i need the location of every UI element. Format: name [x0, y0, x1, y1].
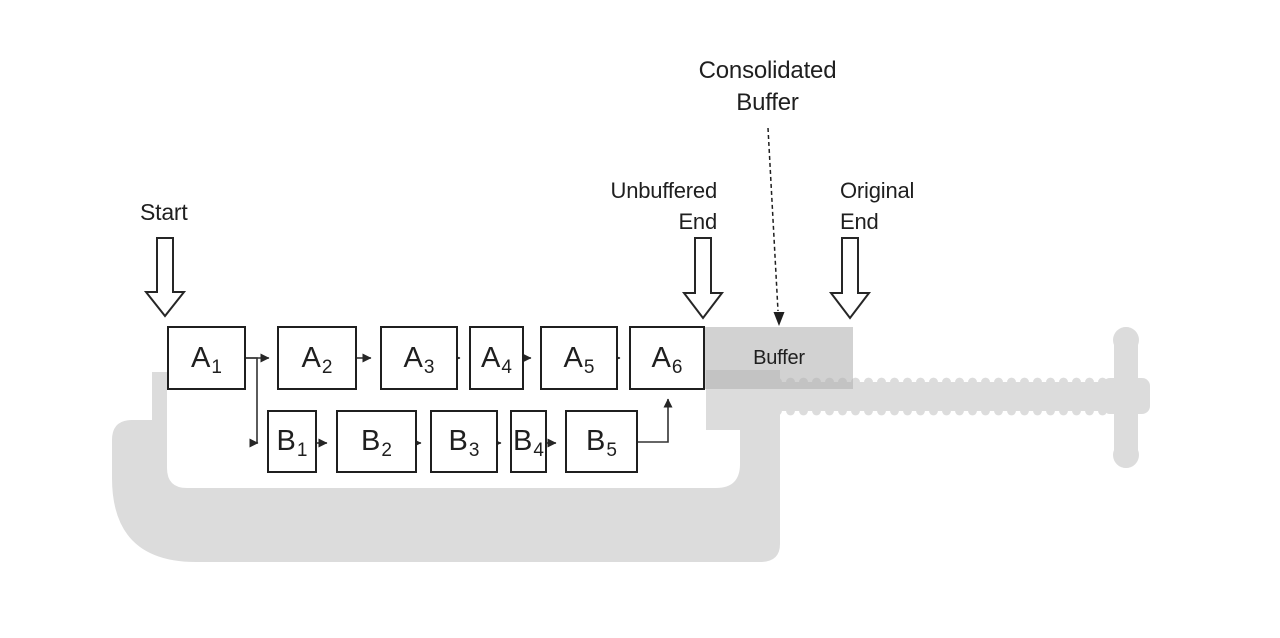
consolidated-buffer-pointer-head: [773, 312, 785, 326]
box-label-subscript: 2: [321, 356, 333, 378]
original-end-line2: End: [840, 209, 879, 234]
screw-thread-top: [706, 377, 1106, 387]
box-label: A: [301, 341, 321, 374]
box-label-subscript: 4: [533, 440, 544, 461]
buffer-block: [705, 327, 853, 389]
unbuffered-end-label: Unbuffered End: [570, 175, 718, 237]
box-label: A: [563, 341, 583, 374]
t-handle-top-ball: [1113, 327, 1139, 353]
start-label: Start: [140, 199, 188, 225]
box-label-subscript: 4: [501, 356, 512, 378]
box-label-subscript: 5: [583, 356, 595, 378]
original-end-label: Original End: [840, 175, 1000, 237]
t-handle-bottom-ball: [1113, 442, 1139, 468]
connector-b5-a6: [638, 398, 673, 443]
unbuffered-end-line2: End: [678, 209, 717, 234]
box-label: B: [361, 425, 381, 457]
original-end-line1: Original: [840, 178, 915, 203]
box-label-subscript: 6: [671, 356, 683, 378]
box-label: A: [191, 341, 211, 374]
unbuffered-end-arrow-icon: [681, 237, 725, 320]
box-label: A: [651, 341, 671, 374]
start-arrow-icon: [143, 237, 187, 318]
flow-connectors: [246, 353, 673, 448]
box-label: B: [513, 425, 533, 457]
box-label-subscript: 3: [468, 440, 480, 461]
box-label: B: [448, 425, 468, 457]
box-label-subscript: 2: [381, 440, 392, 461]
original-end-arrow-icon: [828, 237, 872, 320]
clamp-frame: [112, 370, 780, 562]
box-label-subscript: 5: [606, 440, 617, 461]
box-label-subscript: 1: [296, 440, 308, 461]
box-label-subscript: 1: [211, 356, 222, 378]
connector-a1-b1-branch: [246, 357, 259, 448]
consolidated-buffer-pointer: [767, 127, 779, 312]
box-label-subscript: 3: [423, 356, 435, 378]
consolidated-buffer-line2: Buffer: [736, 89, 799, 116]
box-label: B: [586, 425, 606, 457]
unbuffered-end-line1: Unbuffered: [610, 178, 718, 203]
box-label: A: [403, 341, 423, 374]
screw-thread-bottom: [706, 406, 1106, 416]
box-label: B: [276, 425, 296, 457]
consolidated-buffer-label: Consolidated Buffer: [670, 55, 865, 119]
buffer-block-label: Buffer: [753, 347, 805, 369]
consolidated-buffer-line1: Consolidated: [698, 57, 837, 84]
box-label: A: [481, 341, 501, 374]
t-handle-hub: [1102, 378, 1150, 414]
